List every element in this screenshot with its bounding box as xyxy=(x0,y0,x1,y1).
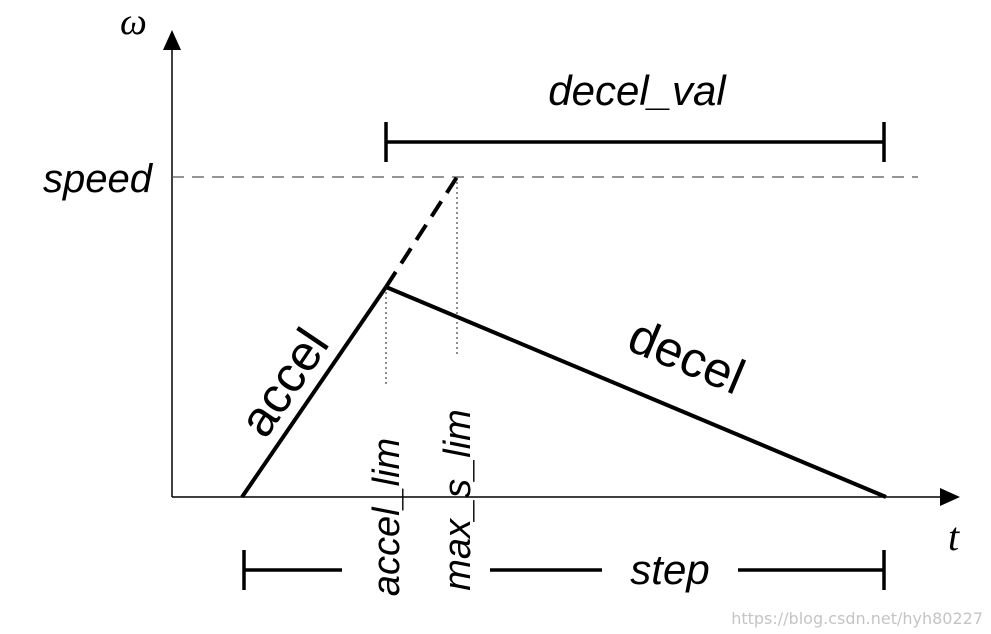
watermark: https://blog.csdn.net/hyh80227 xyxy=(731,609,983,628)
speed-label: speed xyxy=(43,157,154,201)
x-axis-arrowhead xyxy=(940,488,960,506)
y-axis-arrowhead xyxy=(163,30,181,50)
y-axis-symbol: ω xyxy=(120,1,147,43)
decel-segment xyxy=(385,285,887,499)
accel-segment xyxy=(240,285,388,499)
decel-val-label: decel_val xyxy=(548,67,727,114)
x-axis-symbol: t xyxy=(948,514,960,559)
step-label: step xyxy=(630,546,709,593)
accel-label: accel xyxy=(228,318,340,446)
accel-lim-label: accel_lim xyxy=(366,438,408,596)
decel-label: decel xyxy=(621,307,753,405)
accel-extension-dashed xyxy=(384,175,459,289)
max-s-lim-label: max_s_lim xyxy=(437,409,479,591)
